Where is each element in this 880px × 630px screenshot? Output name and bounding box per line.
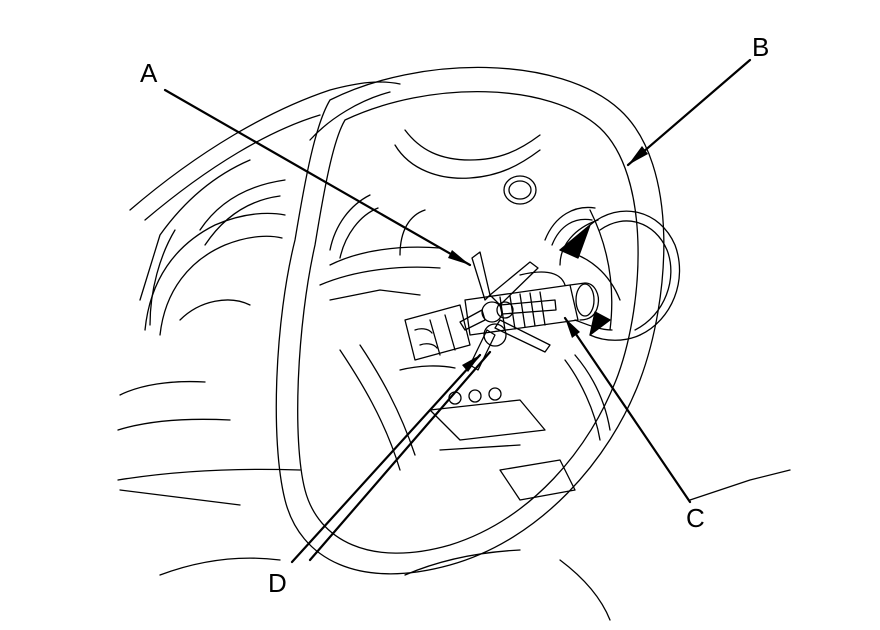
steering-column [399, 304, 471, 371]
callout-label-c: C [686, 503, 705, 533]
steering-wheel-spokes [319, 129, 621, 501]
callout-label-b: B [752, 32, 770, 62]
puller-tool [464, 271, 600, 347]
puller-star-handle [459, 251, 557, 371]
leader-lines [163, 58, 752, 564]
callout-label-a: A [140, 58, 158, 88]
callout-label-d: D [268, 568, 287, 598]
instrument-gauges [144, 175, 596, 336]
leader-arrowheads [448, 146, 648, 372]
rotation-arrows [559, 210, 681, 341]
dashboard-outline [117, 81, 791, 621]
steering-wheel-rim [275, 66, 665, 575]
